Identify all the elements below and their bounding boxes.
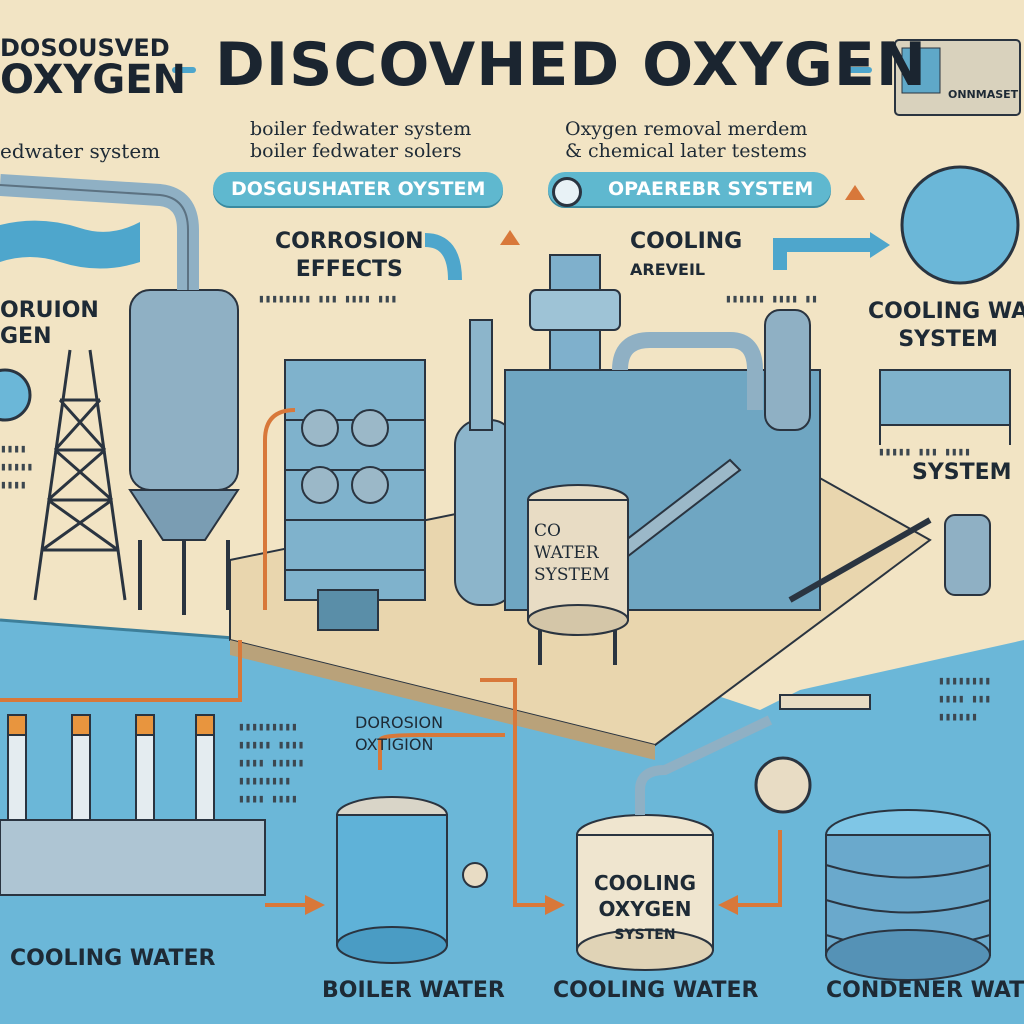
bottom-label-cooling-water-left: COOLING WATER xyxy=(10,946,216,971)
page-title: DISCOVHED OXYGEN xyxy=(215,30,928,100)
refresh-icon xyxy=(552,177,582,207)
bottom-label-condenser-water: CONDENER WATER xyxy=(826,978,1024,1003)
arrow-right-left xyxy=(305,895,325,915)
center-tank-line1: CO xyxy=(534,521,561,541)
arrow-left-cool xyxy=(718,895,738,915)
center-subtitle: boiler fedwater system boiler fedwater s… xyxy=(250,118,471,162)
left-side-line1: ORUION xyxy=(0,298,99,323)
fine-text: ▮▮▮▮▮▮▮▮ ▮▮▮ ▮▮▮▮ ▮▮▮ xyxy=(258,292,398,305)
right-subtitle-line1: Oxygen removal merdem xyxy=(565,118,808,140)
cooling-label: COOLING AREVEIL xyxy=(630,228,742,284)
pill-opaerebr-system: OPAEREBR SYSTEM xyxy=(548,172,832,206)
corrosion-effects-label: CORROSION EFFECTS xyxy=(275,228,424,284)
fine-text-block: ▮▮▮▮▮▮▮▮▮▮▮▮▮ xyxy=(0,442,34,491)
cooling-tank-line1: COOLING xyxy=(593,871,697,895)
fine-text-block: ▮▮▮▮▮▮▮▮▮▮▮▮ ▮▮▮▮▮▮▮▮▮ xyxy=(938,674,991,723)
cooling-line2: AREVEIL xyxy=(630,260,706,279)
pill-right-label: OPAEREBR SYSTEM xyxy=(608,178,814,200)
cooling-tank-label: COOLING OXYGEN SYSTEN xyxy=(585,870,705,948)
boiler-tank xyxy=(336,796,488,964)
dorosion-line1: DOROSION xyxy=(355,713,444,732)
cooling-wa-line1: COOLING WA xyxy=(868,299,1024,324)
pill-dosgushater-system: DOSGUSHATER OYSTEM xyxy=(213,172,504,206)
cooling-wa-label: COOLING WA SYSTEM xyxy=(868,298,1024,354)
system-label: SYSTEM xyxy=(912,460,1012,485)
flow-arrows xyxy=(424,233,870,281)
left-heading-line2: OXYGEN xyxy=(0,57,187,103)
cooling-tank xyxy=(576,715,773,971)
left-side-line2: GEN xyxy=(0,324,52,349)
arrow-right-mid xyxy=(545,895,565,915)
cooling-tank-line3: SYSTEN xyxy=(614,927,676,943)
walkway xyxy=(788,517,932,603)
left-icon xyxy=(0,368,32,422)
right-subtitle-line2: & chemical later testems xyxy=(565,140,807,162)
center-tank xyxy=(527,484,629,665)
power-plant xyxy=(0,714,266,896)
center-subtitle-line1: boiler fedwater system xyxy=(250,118,472,140)
cooling-line1: COOLING xyxy=(630,229,743,254)
left-subtitle: edwater system xyxy=(0,139,161,163)
clock-icon xyxy=(754,756,812,814)
corrosion-line2: EFFECTS xyxy=(295,257,403,282)
arrow-up-2 xyxy=(845,185,865,200)
center-tank-line2: WATER xyxy=(534,543,599,563)
center-tank-line3: SYSTEM xyxy=(534,565,610,585)
center-tank-label: CO WATER SYSTEM xyxy=(534,520,610,586)
badge-text: ONNMASET xyxy=(948,88,1019,101)
lattice-tower xyxy=(33,349,127,601)
silo xyxy=(0,174,240,615)
left-heading: DOSOUSVED OXYGEN xyxy=(0,36,186,100)
arrow-up-1 xyxy=(500,230,520,245)
right-subtitle: Oxygen removal merdem & chemical later t… xyxy=(565,118,807,162)
left-heading-line1: DOSOUSVED xyxy=(0,34,170,62)
water-wave xyxy=(0,220,140,269)
dorosion-line2: OXTIGION xyxy=(355,735,434,754)
fine-text: ▮▮▮▮▮ ▮▮▮ ▮▮▮▮ xyxy=(878,445,971,458)
bottom-label-boiler-water: BOILER WATER xyxy=(322,978,505,1003)
left-side-label: ORUION GEN xyxy=(0,298,99,350)
bottom-label-cooling-water: COOLING WATER xyxy=(553,978,759,1003)
machinery-frame xyxy=(284,359,426,631)
condenser xyxy=(779,694,991,981)
center-subtitle-line2: boiler fedwater solers xyxy=(250,140,462,162)
dorosion-label: DOROSION OXTIGION xyxy=(355,712,443,756)
cooling-tank-line2: OXYGEN xyxy=(598,897,692,921)
corrosion-line1: CORROSION xyxy=(275,229,424,254)
gauge-circle xyxy=(900,165,1020,285)
fine-text-block: ▮▮▮▮▮▮▮▮▮▮▮▮▮▮ ▮▮▮▮▮▮▮▮ ▮▮▮▮▮▮▮▮▮▮▮▮▮▮▮▮… xyxy=(238,720,305,805)
fine-text: ▮▮▮▮▮▮ ▮▮▮▮ ▮▮ xyxy=(725,292,818,305)
cooling-wa-line2: SYSTEM xyxy=(898,327,998,352)
